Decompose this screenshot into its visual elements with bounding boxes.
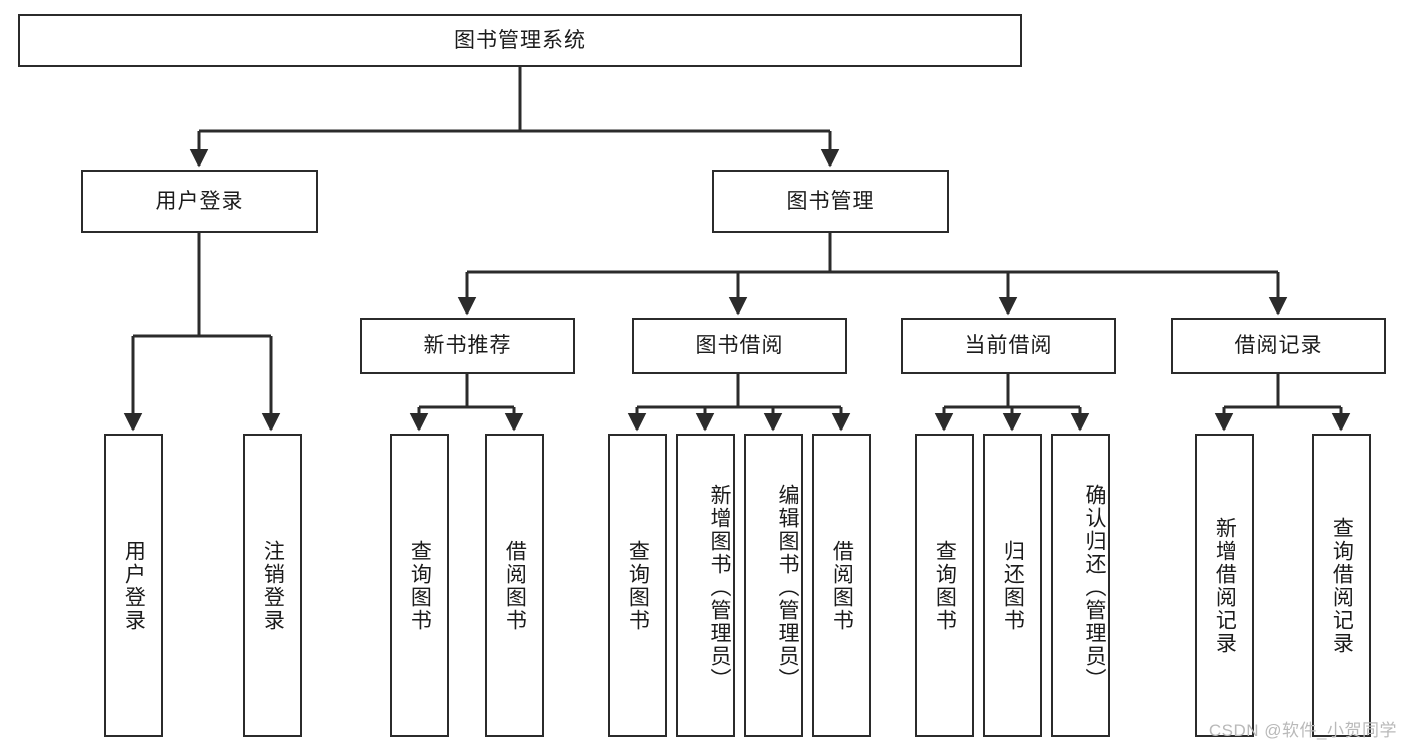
node-user-login[interactable]: 用户登录 bbox=[81, 170, 318, 233]
leaf-borrow-book-2[interactable]: 借阅图书 bbox=[812, 434, 871, 737]
leaf-add-book-label: 新增图书（管理员） bbox=[708, 484, 731, 691]
leaf-borrow-book-1[interactable]: 借阅图书 bbox=[485, 434, 544, 737]
node-current-borrow-label: 当前借阅 bbox=[964, 334, 1053, 358]
leaf-query-record[interactable]: 查询借阅记录 bbox=[1312, 434, 1371, 737]
leaf-confirm-return[interactable]: 确认归还（管理员） bbox=[1051, 434, 1110, 737]
node-book-manage-label: 图书管理 bbox=[786, 189, 875, 213]
leaf-user-login[interactable]: 用户登录 bbox=[104, 434, 163, 737]
leaf-return-book[interactable]: 归还图书 bbox=[983, 434, 1042, 737]
leaf-logout-label: 注销登录 bbox=[261, 539, 285, 632]
node-new-book-recommend-label: 新书推荐 bbox=[423, 334, 512, 358]
leaf-borrow-book-2-label: 借阅图书 bbox=[830, 539, 854, 632]
leaf-logout[interactable]: 注销登录 bbox=[243, 434, 302, 737]
node-new-book-recommend[interactable]: 新书推荐 bbox=[360, 318, 575, 374]
node-book-manage[interactable]: 图书管理 bbox=[712, 170, 949, 233]
leaf-query-record-label: 查询借阅记录 bbox=[1330, 516, 1354, 655]
node-root-label: 图书管理系统 bbox=[454, 28, 586, 52]
leaf-query-book-2-label: 查询图书 bbox=[626, 539, 650, 632]
node-current-borrow[interactable]: 当前借阅 bbox=[901, 318, 1116, 374]
node-book-borrow[interactable]: 图书借阅 bbox=[632, 318, 847, 374]
leaf-query-book-1[interactable]: 查询图书 bbox=[390, 434, 449, 737]
csdn-watermark: CSDN @软件_小贺同学 bbox=[1208, 721, 1397, 740]
leaf-add-record[interactable]: 新增借阅记录 bbox=[1195, 434, 1254, 737]
leaf-return-book-label: 归还图书 bbox=[1001, 539, 1025, 632]
leaf-borrow-book-1-label: 借阅图书 bbox=[503, 539, 527, 632]
leaf-query-book-3-label: 查询图书 bbox=[933, 539, 957, 632]
node-borrow-record[interactable]: 借阅记录 bbox=[1171, 318, 1386, 374]
node-user-login-label: 用户登录 bbox=[155, 189, 244, 213]
node-borrow-record-label: 借阅记录 bbox=[1234, 334, 1323, 358]
leaf-edit-book[interactable]: 编辑图书（管理员） bbox=[744, 434, 803, 737]
node-root[interactable]: 图书管理系统 bbox=[18, 14, 1022, 67]
leaf-query-book-1-label: 查询图书 bbox=[408, 539, 432, 632]
leaf-add-book[interactable]: 新增图书（管理员） bbox=[676, 434, 735, 737]
leaf-query-book-2[interactable]: 查询图书 bbox=[608, 434, 667, 737]
leaf-confirm-return-label: 确认归还（管理员） bbox=[1083, 484, 1106, 691]
leaf-user-login-label: 用户登录 bbox=[122, 539, 146, 632]
leaf-edit-book-label: 编辑图书（管理员） bbox=[776, 484, 799, 691]
leaf-add-record-label: 新增借阅记录 bbox=[1213, 516, 1237, 655]
leaf-query-book-3[interactable]: 查询图书 bbox=[915, 434, 974, 737]
node-book-borrow-label: 图书借阅 bbox=[695, 334, 784, 358]
